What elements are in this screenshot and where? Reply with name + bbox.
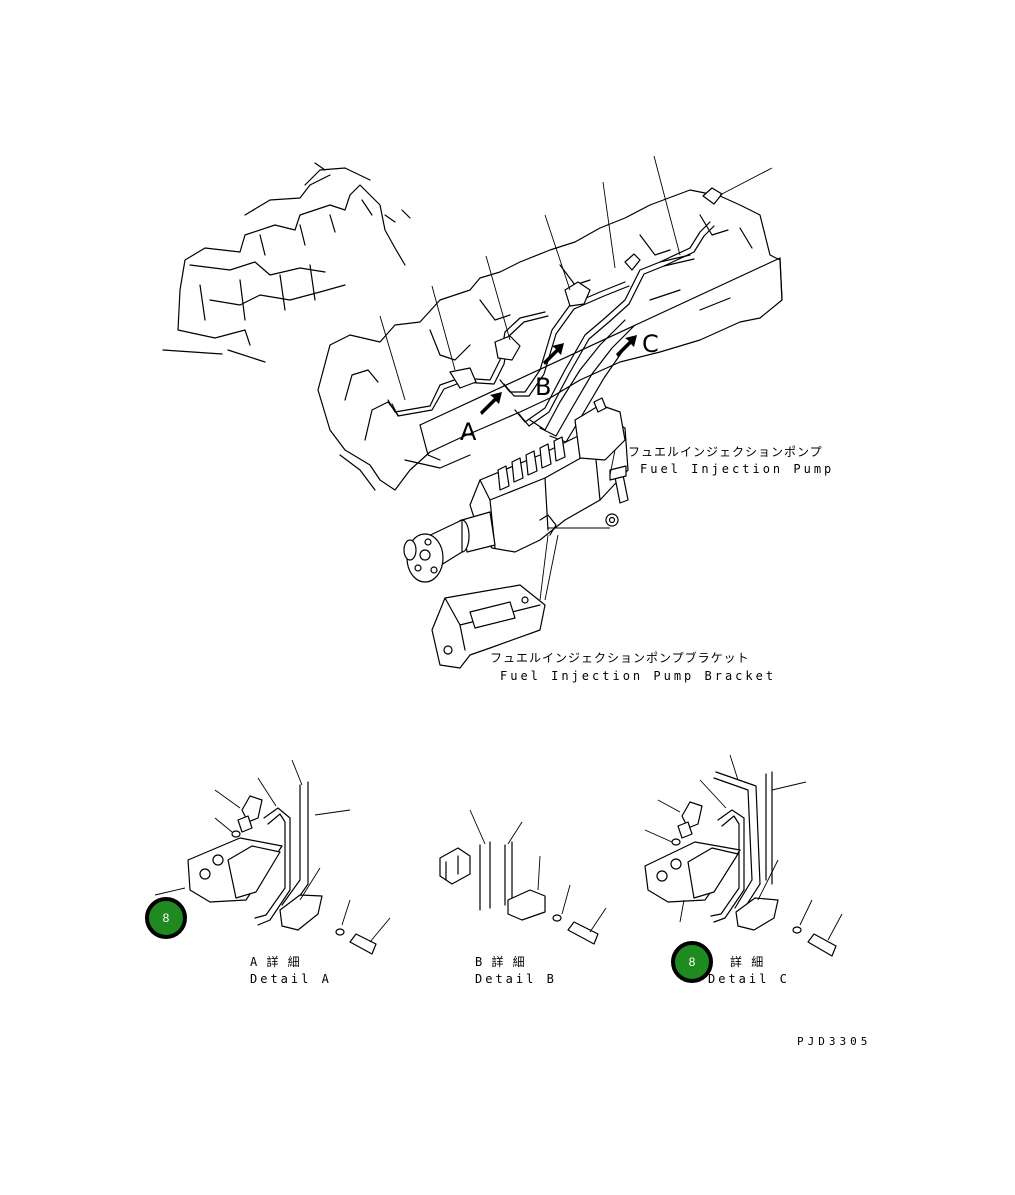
pump-label-jp: フュエルインジェクションポンプ	[628, 445, 823, 459]
detail-a-label-jp: A 詳 細	[250, 954, 301, 969]
callout-marker-1-label: 8	[163, 911, 170, 925]
view-a-label: A	[460, 418, 477, 446]
detail-c-label-jp: 詳 細	[730, 954, 764, 969]
view-c-label: C	[642, 330, 659, 358]
engine-block	[162, 155, 783, 491]
pump-bracket	[431, 584, 546, 669]
callout-marker-2[interactable]: 8	[671, 941, 713, 983]
bracket-label-jp: フュエルインジェクションポンプブラケット	[490, 650, 750, 665]
detail-b-label-jp: B 詳 細	[475, 954, 526, 969]
fuel-injection-pump	[403, 397, 629, 601]
bracket-label-en: Fuel Injection Pump Bracket	[500, 669, 776, 683]
detail-a-label-en: Detail A	[250, 972, 332, 986]
detail-c-drawing	[644, 754, 843, 957]
detail-b-label-en: Detail B	[475, 972, 557, 986]
pump-label-en: Fuel Injection Pump	[640, 462, 834, 476]
detail-b-drawing	[439, 809, 607, 945]
callout-marker-2-label: 8	[689, 955, 696, 969]
view-b-label: B	[535, 373, 551, 401]
callout-marker-1[interactable]: 8	[145, 897, 187, 939]
view-arrows	[480, 335, 637, 415]
figure-code: PJD3305	[797, 1035, 871, 1048]
detail-a-drawing	[154, 759, 391, 955]
detail-c-label-en: Detail C	[708, 972, 790, 986]
